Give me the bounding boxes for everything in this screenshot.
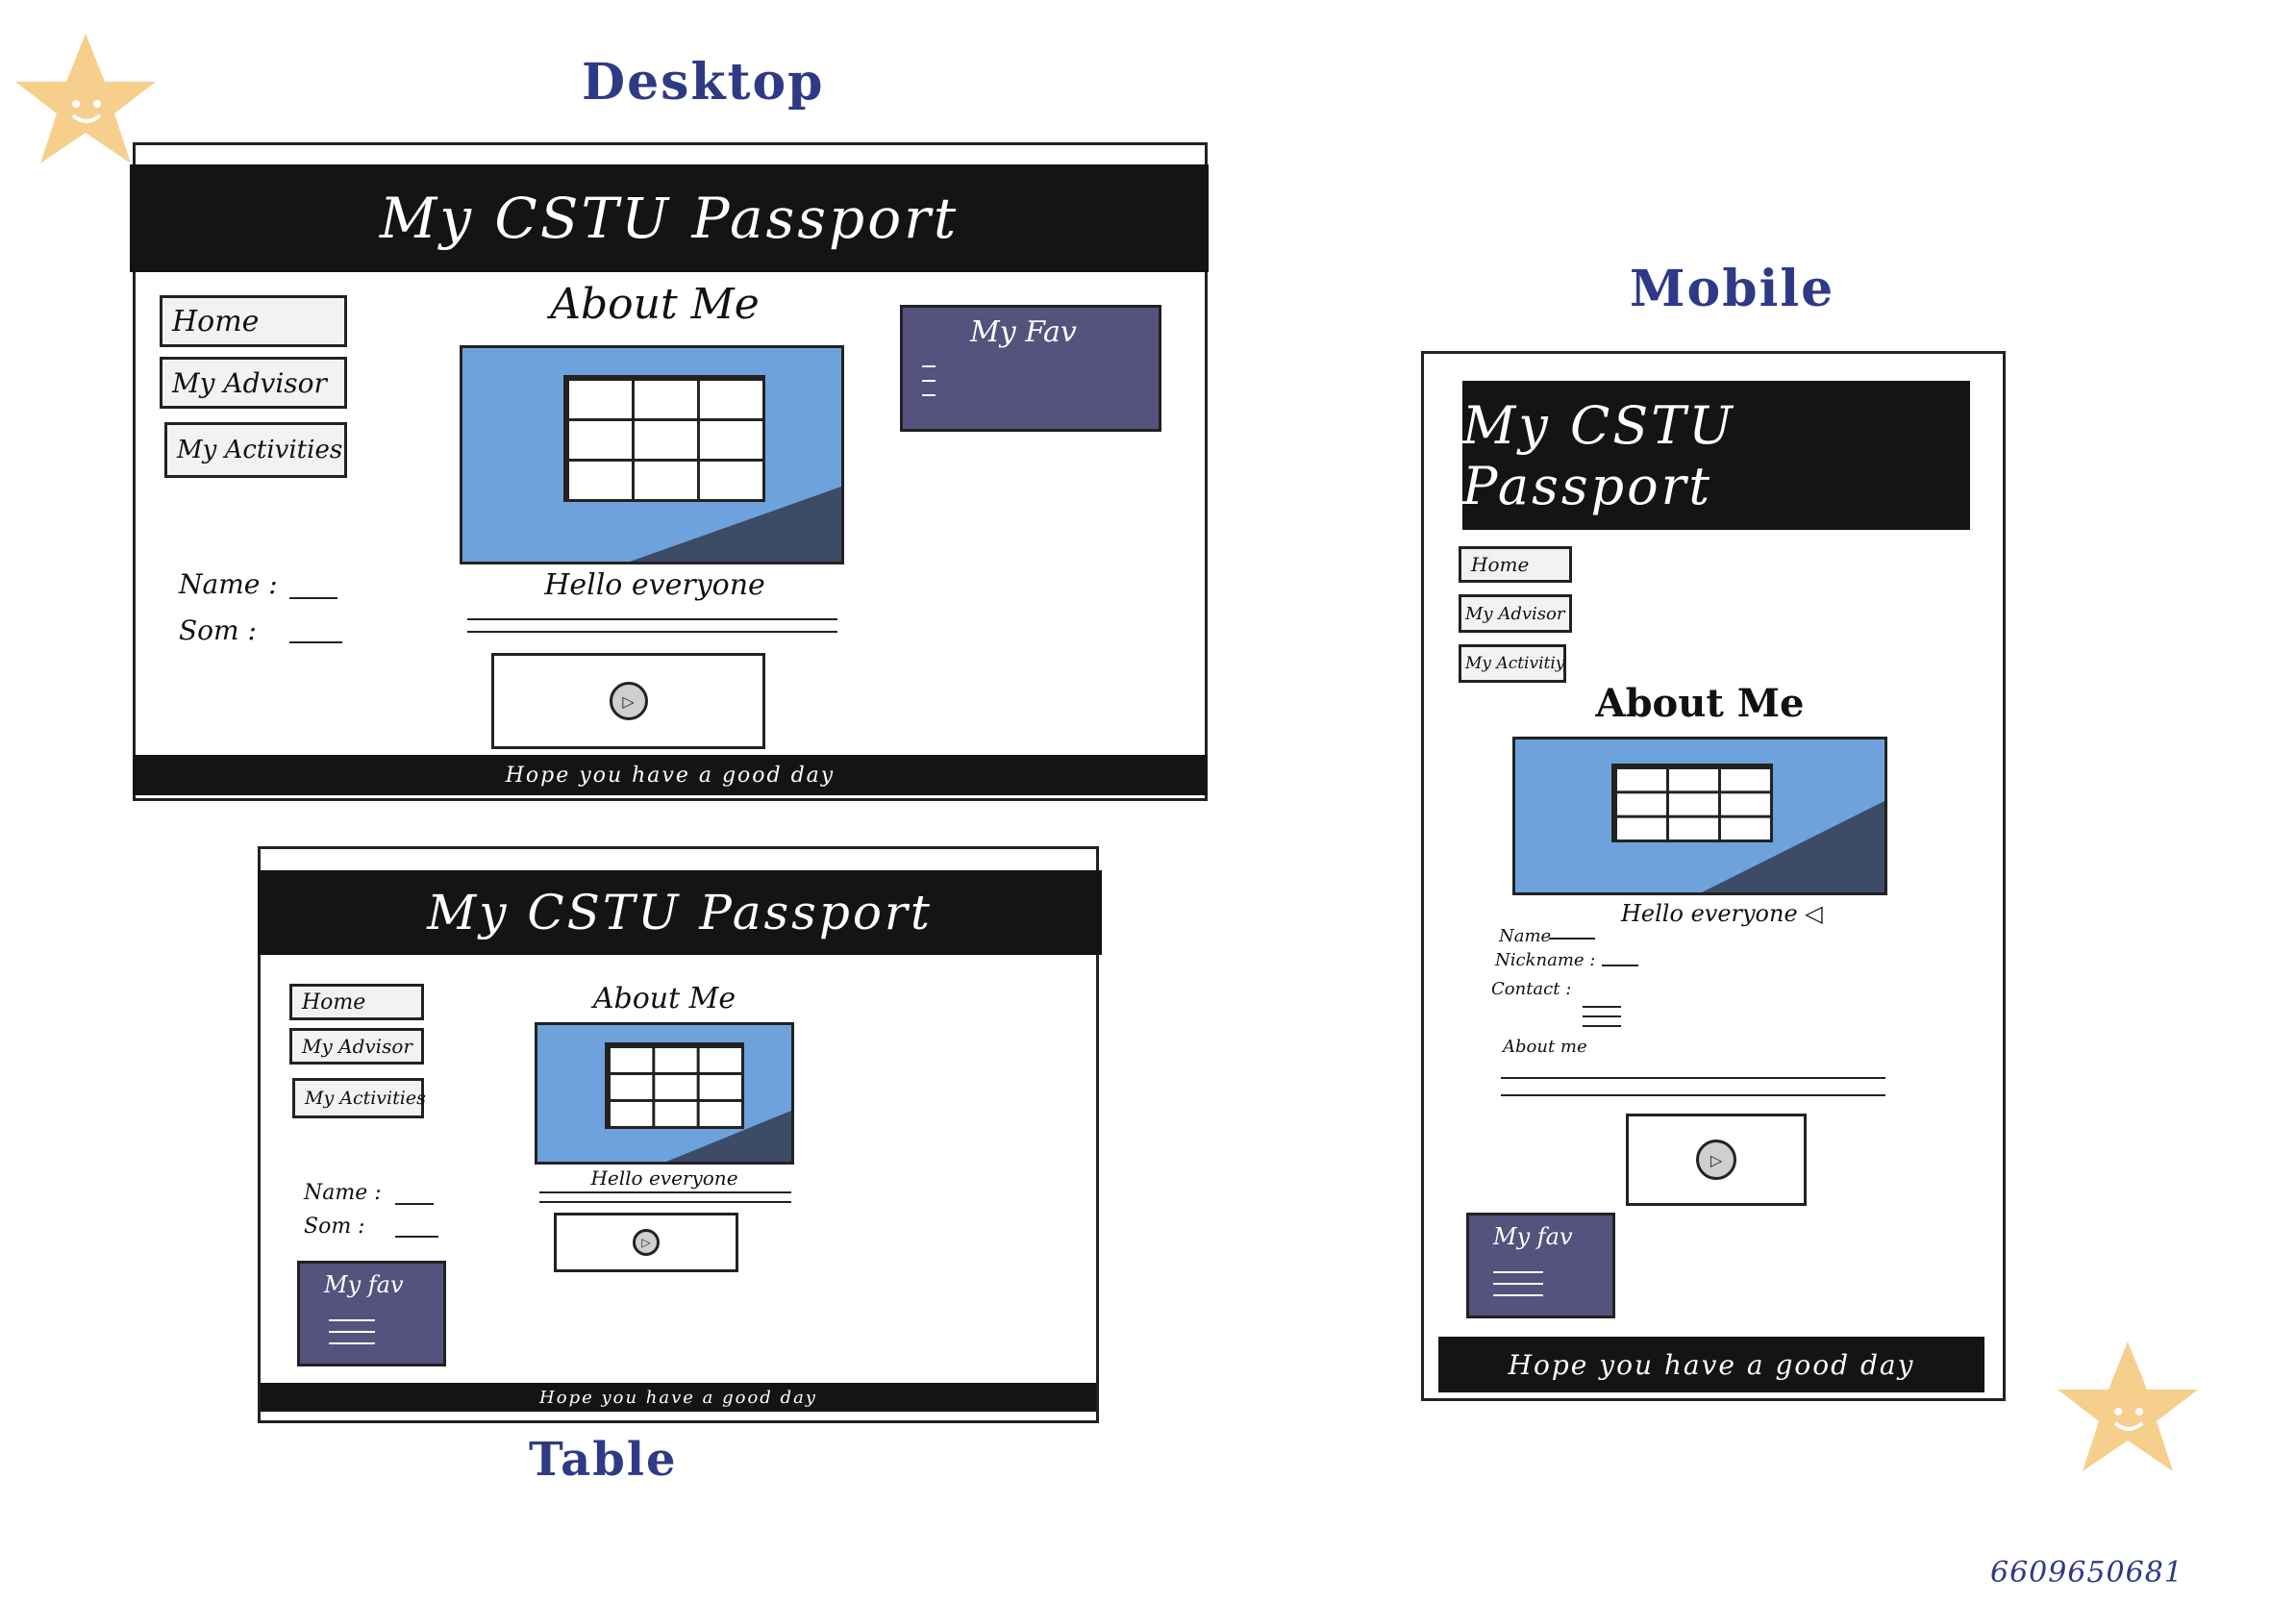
- desktop-caption: Desktop: [582, 53, 825, 112]
- desktop-footer: Hope you have a good day: [133, 755, 1208, 795]
- desktop-header-banner: My CSTU Passport: [130, 164, 1209, 272]
- mobile-nav-home[interactable]: Home: [1459, 546, 1572, 583]
- tablet-fav-title: My fav: [324, 1271, 404, 1298]
- desktop-my-fav-panel: My Fav: [900, 305, 1161, 432]
- mobile-video-player[interactable]: ▷: [1626, 1114, 1807, 1206]
- mobile-nickname-label: Nickname :: [1495, 950, 1596, 970]
- mobile-timetable-image: [1611, 764, 1773, 842]
- mobile-about-heading: About Me: [1595, 681, 1805, 726]
- tablet-my-fav-panel: My fav: [297, 1261, 446, 1366]
- mobile-my-fav-panel: My fav: [1466, 1213, 1615, 1318]
- desktop-profile-picture: [460, 345, 844, 564]
- tablet-name-label: Name :: [304, 1181, 382, 1205]
- desktop-timetable-image: [563, 375, 765, 502]
- tablet-som-label: Som :: [304, 1215, 365, 1239]
- mobile-name-label: Name: [1499, 926, 1552, 946]
- tablet-nav-my-activities[interactable]: My Activities: [292, 1078, 426, 1118]
- play-icon[interactable]: ▷: [633, 1229, 660, 1256]
- tablet-caption: Table: [529, 1433, 678, 1487]
- mobile-wireframe: My CSTU Passport Home My Advisor My Acti…: [1421, 351, 2006, 1401]
- desktop-hello-text: Hello everyone: [544, 568, 765, 602]
- desktop-nav-my-activities[interactable]: My Activities: [164, 422, 347, 478]
- mobile-about-me-label: About me: [1503, 1037, 1587, 1057]
- desktop-fav-title: My Fav: [970, 315, 1077, 349]
- tablet-about-heading: About Me: [592, 982, 736, 1015]
- mobile-header-banner: My CSTU Passport: [1462, 381, 1970, 530]
- mobile-contact-label: Contact :: [1491, 979, 1572, 999]
- star-smiley-icon: [15, 34, 156, 163]
- tablet-timetable-image: [605, 1042, 744, 1129]
- desktop-som-label: Som :: [179, 614, 257, 646]
- tablet-hello-text: Hello everyone: [590, 1166, 738, 1190]
- play-icon[interactable]: ▷: [609, 682, 648, 720]
- mobile-profile-picture: [1512, 737, 1887, 895]
- mobile-hello-text: Hello everyone ◁: [1621, 900, 1823, 927]
- signature: 6609650681: [1990, 1556, 2184, 1590]
- mobile-caption: Mobile: [1630, 260, 1835, 318]
- tablet-video-player[interactable]: ▷: [554, 1213, 738, 1272]
- tablet-footer: Hope you have a good day: [261, 1383, 1096, 1412]
- play-icon[interactable]: ▷: [1696, 1140, 1736, 1180]
- desktop-name-label: Name :: [179, 568, 278, 600]
- mobile-fav-title: My fav: [1493, 1223, 1573, 1250]
- tablet-profile-picture: [535, 1022, 794, 1165]
- mobile-nav-my-activity[interactable]: My Activitiy: [1459, 644, 1566, 683]
- tablet-nav-home[interactable]: Home: [289, 984, 424, 1020]
- desktop-about-heading: About Me: [550, 280, 760, 329]
- mobile-nav-my-advisor[interactable]: My Advisor: [1459, 594, 1572, 633]
- mobile-footer: Hope you have a good day: [1438, 1337, 1984, 1392]
- tablet-nav-my-advisor[interactable]: My Advisor: [289, 1028, 424, 1065]
- tablet-wireframe: My CSTU Passport Home My Advisor My Acti…: [258, 846, 1102, 1423]
- star-smiley-icon: [2058, 1341, 2198, 1471]
- desktop-nav-my-advisor[interactable]: My Advisor: [160, 357, 347, 409]
- desktop-video-player[interactable]: ▷: [491, 653, 765, 749]
- desktop-wireframe: My CSTU Passport Home My Advisor My Acti…: [130, 142, 1209, 801]
- tablet-header-banner: My CSTU Passport: [258, 870, 1102, 955]
- desktop-nav-home[interactable]: Home: [160, 295, 347, 347]
